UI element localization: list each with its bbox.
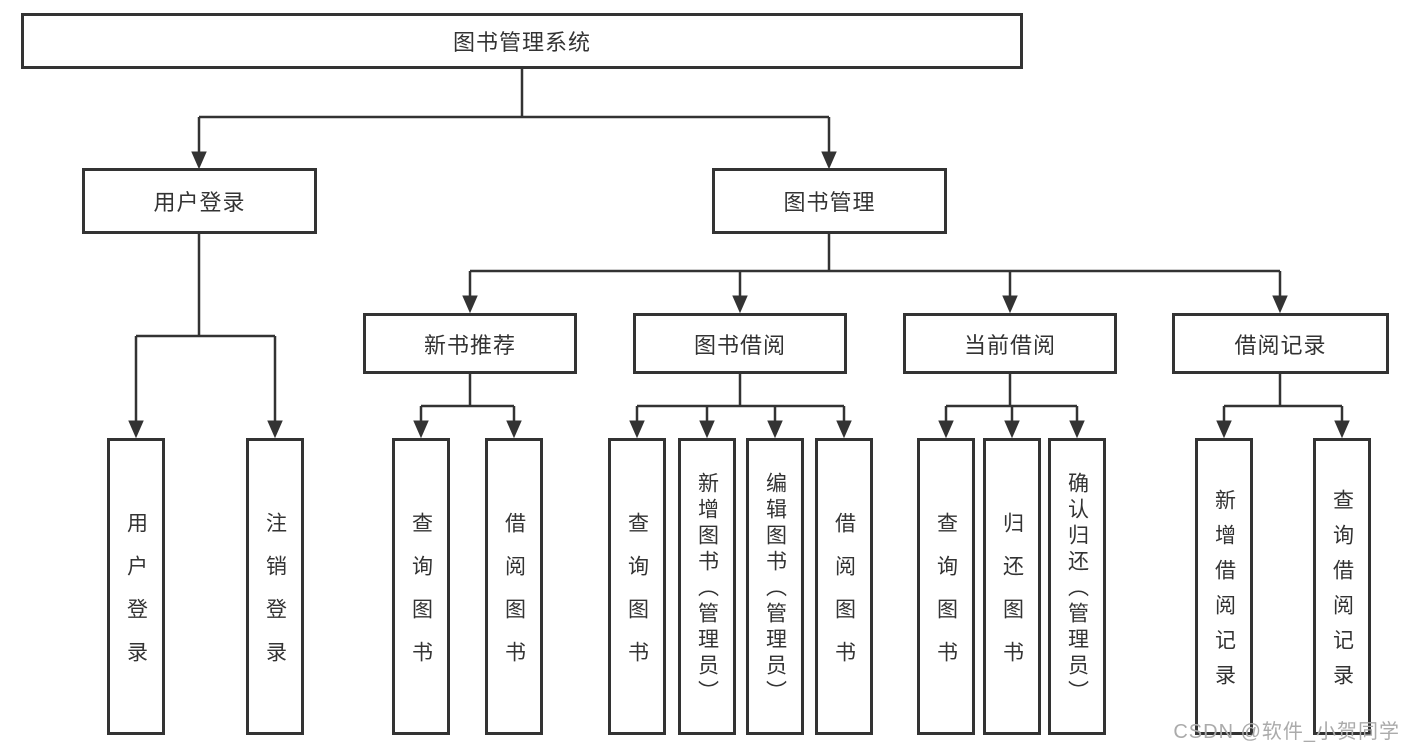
csdn-watermark: CSDN @软件_小贺同学	[1173, 721, 1400, 743]
node-current-borrowing: 当前借阅	[903, 313, 1117, 374]
leaf-logout-label: 注销登录	[263, 511, 287, 684]
node-user-login: 用户登录	[82, 168, 317, 234]
leaf-user-login-label: 用户登录	[124, 511, 148, 684]
leaf-borrow-books-borrowing-label: 借阅图书	[832, 511, 856, 684]
leaf-return-books: 归还图书	[983, 438, 1041, 735]
node-new-book-recommend-label: 新书推荐	[423, 332, 516, 358]
leaf-borrow-books-newbook: 借阅图书	[485, 438, 543, 735]
leaf-query-books-borrowing: 查询图书	[608, 438, 666, 735]
node-user-login-label: 用户登录	[153, 190, 246, 215]
leaf-logout: 注销登录	[246, 438, 304, 735]
node-borrowing-records-label: 借阅记录	[1234, 332, 1327, 358]
leaf-user-login: 用户登录	[107, 438, 165, 735]
node-book-management: 图书管理	[712, 168, 947, 234]
node-book-borrowing: 图书借阅	[633, 313, 847, 374]
leaf-borrow-books-newbook-label: 借阅图书	[502, 511, 526, 684]
leaf-query-borrow-record: 查询借阅记录	[1313, 438, 1371, 735]
node-book-management-label: 图书管理	[783, 190, 876, 215]
leaf-add-borrow-record: 新增借阅记录	[1195, 438, 1253, 735]
leaf-query-books-current-label: 查询图书	[934, 511, 958, 684]
node-book-borrowing-label: 图书借阅	[693, 332, 786, 358]
leaf-confirm-return-admin-label: 确认归还（管理员）	[1065, 472, 1089, 706]
leaf-add-books-admin: 新增图书（管理员）	[678, 438, 736, 735]
node-borrowing-records: 借阅记录	[1172, 313, 1389, 374]
leaf-add-books-admin-label: 新增图书（管理员）	[695, 472, 719, 706]
node-current-borrowing-label: 当前借阅	[963, 332, 1056, 358]
node-root-system: 图书管理系统	[21, 13, 1023, 69]
leaf-borrow-books-borrowing: 借阅图书	[815, 438, 873, 735]
leaf-return-books-label: 归还图书	[1000, 511, 1024, 684]
leaf-add-borrow-record-label: 新增借阅记录	[1212, 488, 1236, 699]
leaf-edit-books-admin-label: 编辑图书（管理员）	[763, 472, 787, 706]
leaf-edit-books-admin: 编辑图书（管理员）	[746, 438, 804, 735]
leaf-query-books-borrowing-label: 查询图书	[625, 511, 649, 684]
leaf-query-books-newbook-label: 查询图书	[409, 511, 433, 684]
leaf-query-books-newbook: 查询图书	[392, 438, 450, 735]
leaf-query-borrow-record-label: 查询借阅记录	[1330, 488, 1354, 699]
node-root-label: 图书管理系统	[452, 30, 591, 55]
leaf-query-books-current: 查询图书	[917, 438, 975, 735]
leaf-confirm-return-admin: 确认归还（管理员）	[1048, 438, 1106, 735]
node-new-book-recommend: 新书推荐	[363, 313, 577, 374]
